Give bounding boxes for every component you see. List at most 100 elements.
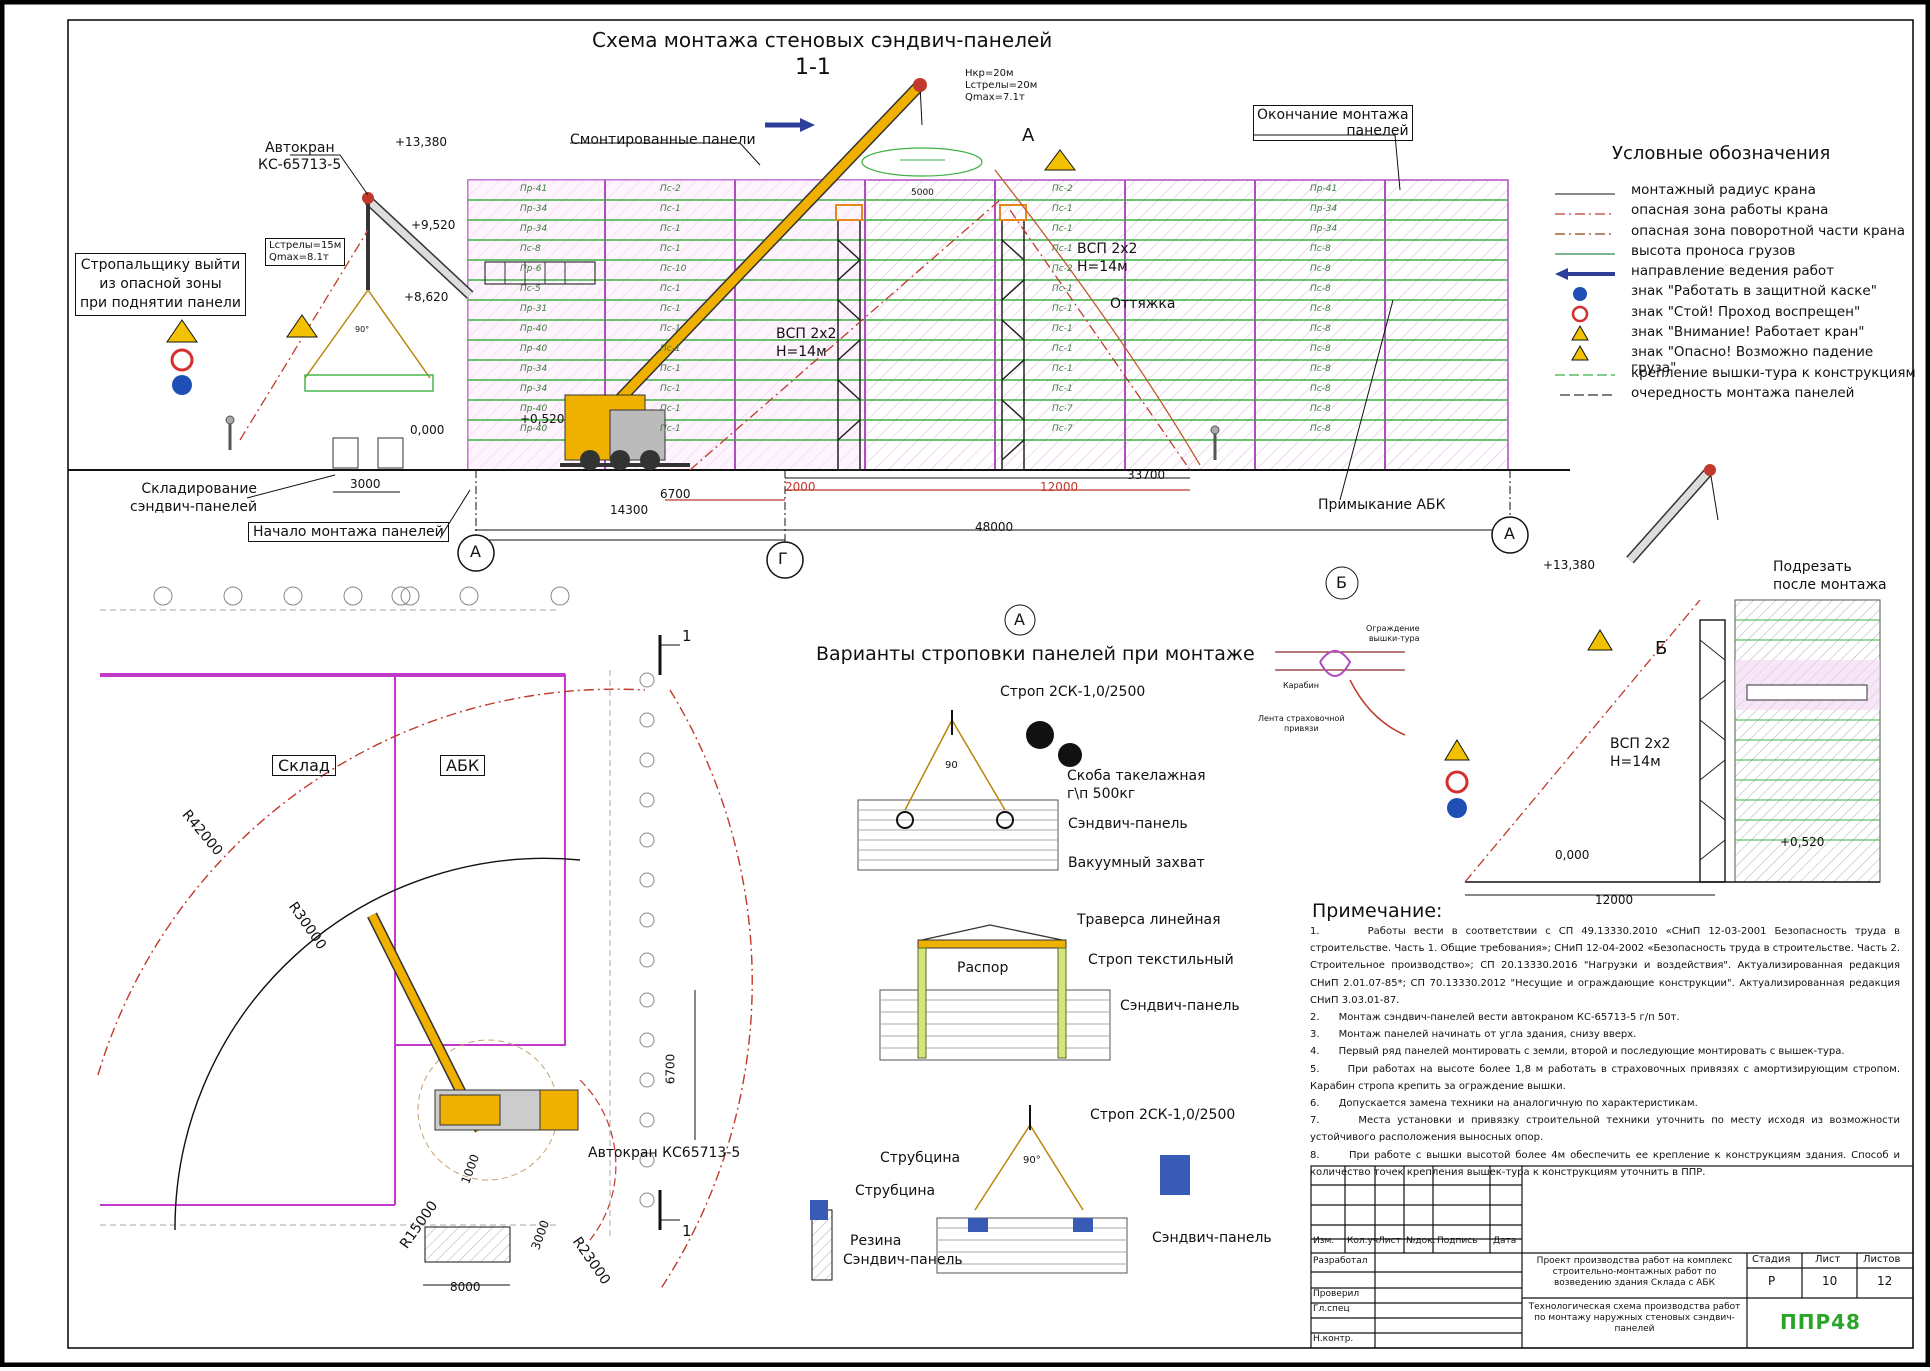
panel-label: Пр-34	[1310, 204, 1338, 214]
panel-label: Пс-1	[1052, 284, 1073, 294]
plan-axis-bubble	[639, 992, 655, 1008]
panel-label: Пр-34	[520, 224, 548, 234]
panel-label: Пр-34	[1310, 224, 1338, 234]
dim-12000: 12000	[1040, 480, 1079, 494]
strop-label-1: Строп 2СК-1,0/2500	[1000, 684, 1146, 700]
legend-symbols	[1555, 193, 1615, 396]
plan-axis-bubble	[639, 1112, 655, 1128]
panel-label: Пс-2	[660, 184, 681, 194]
mounted-panels-label: Смонтированные панели	[570, 132, 756, 148]
panel-label: Пс-1	[1052, 204, 1073, 214]
note-item: 6. Допускается замена техники на аналоги…	[1310, 1098, 1698, 1110]
plan-axis-bubble	[223, 586, 243, 606]
panel-label: Пс-8	[1310, 384, 1331, 394]
helmet-sign-icon	[172, 375, 192, 395]
panel-label: Пс-8	[1310, 424, 1331, 434]
spacer-label: Распор	[957, 960, 1009, 976]
section-cut-bottom: 1	[682, 1222, 692, 1240]
elev-0520: +0,520	[520, 412, 565, 426]
legend-item: опасная зона работы крана	[1631, 202, 1829, 219]
plan-axis-bubble	[639, 1072, 655, 1088]
dim-8000: 8000	[450, 1280, 481, 1294]
plan-crane-label: Автокран КС65713-5	[588, 1145, 741, 1161]
legend-item: знак "Работать в защитной каске"	[1631, 283, 1877, 300]
elev-0520-right: +0,520	[1780, 835, 1825, 849]
warning-sign-icon	[1044, 149, 1076, 171]
plan-axis-bubble	[639, 952, 655, 968]
panel-label: Пр-31	[520, 304, 548, 314]
stamp-col: Дата	[1493, 1236, 1517, 1246]
panel-label-1: Сэндвич-панель	[1068, 816, 1188, 832]
plan-sklad-label: Склад	[272, 755, 336, 776]
start-mount-label: Начало монтажа панелей	[248, 522, 449, 542]
plan-axis-bubble	[639, 1152, 655, 1168]
panel-label: Пс-1	[1052, 244, 1073, 254]
tower-label-3: ВСП 2х2 Н=14м	[1610, 736, 1671, 770]
stamp-stage-header: Стадия	[1752, 1254, 1791, 1265]
crane-main	[560, 78, 927, 470]
stamp-col: Кол.уч	[1347, 1236, 1379, 1246]
plan-axis-bubble	[459, 586, 479, 606]
panel-label: Пс-1	[660, 244, 681, 254]
plan-abk-label: АБК	[440, 755, 486, 776]
panel-label: Пс-8	[1310, 344, 1331, 354]
axis-label-a-right: А	[1504, 524, 1515, 543]
plan-axis-bubble	[639, 872, 655, 888]
plan-axis-bubble	[639, 672, 655, 688]
legend-item: знак "Опасно! Возможно падение груза"	[1631, 344, 1874, 377]
panel-label: Пр-41	[520, 184, 548, 194]
dim-14300: 14300	[610, 503, 649, 517]
panel-label: Пс-7	[1052, 404, 1073, 414]
storage-label: Складирование сэндвич-панелей	[130, 481, 258, 515]
mark-b-right: Б	[1655, 638, 1668, 659]
section-title: Схема монтажа стеновых сэндвич-панелей	[592, 28, 1053, 52]
end-mount-label: Окончание монтажа панелей	[1253, 105, 1413, 141]
elev-9520: +9,520	[411, 218, 456, 232]
cut-after-label: Подрезать после монтажа	[1773, 559, 1887, 593]
legend-item: монтажный радиус крана	[1631, 182, 1816, 198]
panel-label: Пс-8	[1310, 244, 1331, 254]
title-block	[1310, 1165, 1914, 1349]
textile-label: Строп текстильный	[1088, 952, 1234, 968]
stamp-col: Подпись	[1437, 1236, 1478, 1246]
note-item: 5. При работах на высоте более 1,8 м раб…	[1310, 1063, 1900, 1092]
panel-label: Пр-40	[520, 324, 548, 334]
panel-label: Пс-1	[1052, 384, 1073, 394]
plan-axis-bubble	[283, 586, 303, 606]
dim-5000: 5000	[911, 188, 934, 198]
panel-label: Пс-8	[1310, 364, 1331, 374]
panel-label: Пс-10	[660, 264, 687, 274]
elev-0000: 0,000	[410, 423, 445, 437]
panel-label: Пр-41	[1310, 184, 1338, 194]
stamp-project: Проект производства работ на комплекс ст…	[1536, 1256, 1733, 1288]
plan-axis-bubble	[639, 792, 655, 808]
axis-label-g: Г	[778, 549, 788, 568]
slinging-mark: А	[1014, 610, 1025, 629]
panel-label: Пс-1	[660, 384, 681, 394]
right-section	[1444, 464, 1881, 896]
stamp-role: Разработал	[1313, 1256, 1368, 1266]
panel-label: Пс-1	[1052, 224, 1073, 234]
panel-label: Пс-8	[1310, 324, 1331, 334]
plan-axis-bubble	[400, 586, 420, 606]
slinging-details	[810, 604, 1190, 1281]
slinger-note: Стропальщику выйти из опасной зоны при п…	[75, 253, 246, 316]
panel-label: Пс-1	[1052, 304, 1073, 314]
plan-axis-bubble	[639, 752, 655, 768]
note-item: 7. Места установки и привязку строительн…	[1310, 1115, 1900, 1144]
stamp-role: Проверил	[1313, 1289, 1360, 1299]
panel-label-2: Сэндвич-панель	[1120, 998, 1240, 1014]
legend-item: направление ведения работ	[1631, 263, 1835, 280]
legend-item: знак "Внимание! Работает кран"	[1631, 324, 1865, 341]
plan-axis-bubble	[639, 832, 655, 848]
stamp-stage: Р	[1768, 1274, 1776, 1288]
notes-title: Примечание:	[1312, 900, 1443, 922]
stamp-sheet-header: Лист	[1815, 1254, 1841, 1265]
elev-13380-right: +13,380	[1543, 558, 1596, 572]
plan-crane	[367, 912, 579, 1133]
panel-label: Пс-1	[660, 424, 681, 434]
warning-sign-icon	[286, 314, 318, 338]
